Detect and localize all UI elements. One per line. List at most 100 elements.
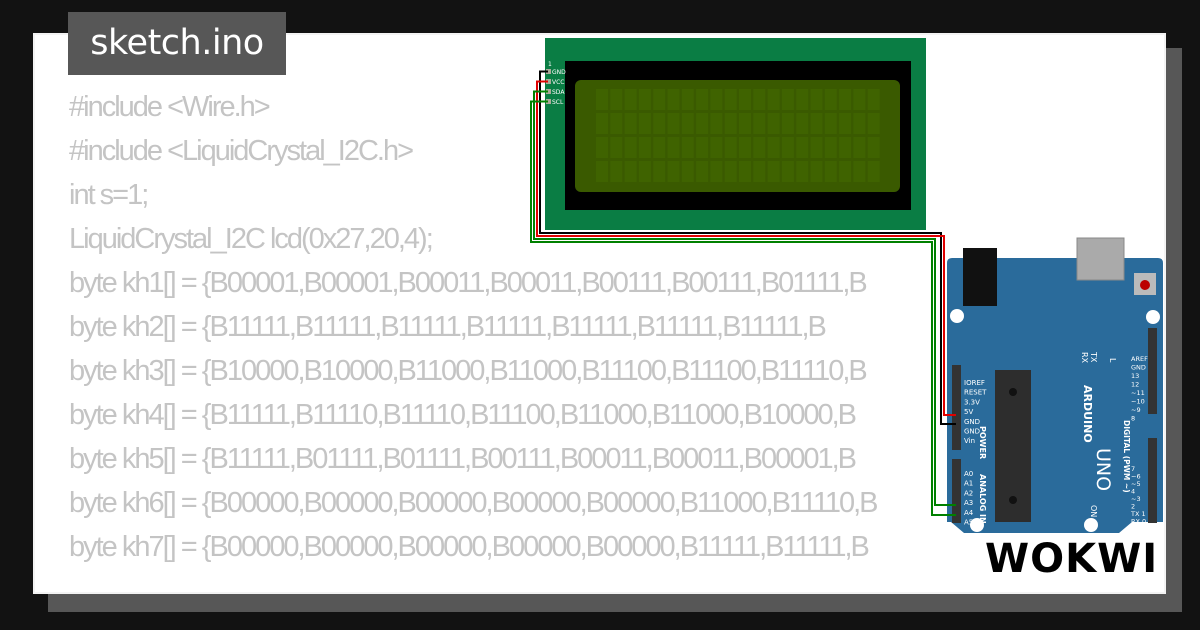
reset-button-red (1140, 280, 1150, 290)
lcd-cell (681, 137, 694, 158)
lcd-pin-label: SCL (552, 99, 564, 106)
led-label-l: L (1108, 358, 1117, 363)
lcd-cell (681, 113, 694, 134)
lcd-cell (867, 161, 880, 182)
lcd-screen (575, 80, 900, 192)
lcd-cell (724, 137, 737, 158)
lcd-cell (767, 161, 780, 182)
digital-pin-label: ~9 (1131, 406, 1141, 414)
lcd-cell (653, 113, 666, 134)
digital-pin-label: ~6 (1131, 473, 1141, 481)
lcd-cell (610, 137, 623, 158)
lcd-cell (767, 113, 780, 134)
lcd-cell (596, 137, 608, 158)
digital-pin-label: RX 0 (1131, 518, 1146, 526)
lcd-cell (638, 161, 651, 182)
power-label: POWER (978, 426, 987, 459)
lcd-pin[interactable] (546, 99, 551, 104)
lcd-cell (638, 89, 651, 110)
usb-port (1076, 237, 1125, 281)
wires (530, 70, 956, 516)
lcd-cell (681, 89, 694, 110)
lcd-pin[interactable] (546, 89, 551, 94)
mount-hole (950, 309, 964, 323)
lcd-cell (796, 89, 809, 110)
analog-pin-label: A4 (964, 509, 974, 517)
analog-pin-label: A5 (964, 519, 973, 527)
code-line: #include <Wire.h> (69, 91, 271, 123)
lcd-cell (653, 161, 666, 182)
digital-pin-label: ~10 (1131, 398, 1145, 406)
lcd-cell (824, 137, 837, 158)
lcd-cell (853, 137, 866, 158)
lcd-cell (867, 113, 880, 134)
lcd-cell (810, 137, 823, 158)
lcd-pin-label: VCC (552, 79, 564, 86)
lcd-cell (638, 113, 651, 134)
code-line: byte kh4[] = {B11111,B11110,B11110,B1110… (69, 399, 857, 431)
lcd-cell (596, 113, 608, 134)
digital-header-right (1148, 438, 1157, 523)
power-pin-label: 3.3V (964, 398, 980, 406)
arduino-uno[interactable]: ARDUINO UNO DIGITAL (PWM ~) POWER ANALOG… (947, 237, 1163, 533)
atmega-chip (995, 370, 1031, 522)
lcd-cell (839, 137, 852, 158)
mount-hole (1146, 310, 1160, 324)
power-pin-label: GND (964, 418, 980, 426)
lcd-cell (653, 89, 666, 110)
wokwi-logo: WOKWI (985, 536, 1159, 582)
lcd-cell (767, 137, 780, 158)
file-tab[interactable]: sketch.ino (68, 12, 286, 75)
lcd-cell (753, 161, 766, 182)
power-header (952, 365, 961, 450)
lcd-cell (624, 161, 637, 182)
code-line: byte kh6[] = {B00000,B00000,B00000,B0000… (69, 487, 879, 519)
lcd-cell (824, 89, 837, 110)
lcd-cell (667, 113, 680, 134)
lcd-cell (839, 89, 852, 110)
analog-pin-label: A2 (964, 489, 973, 497)
lcd-pin[interactable] (546, 79, 551, 84)
lcd-cell (781, 161, 794, 182)
lcd-cell (853, 113, 866, 134)
lcd-cell (739, 161, 751, 182)
lcd-pin-label: SDA (552, 89, 565, 96)
lcd-cell (853, 161, 866, 182)
lcd-pin-label: GND (552, 69, 566, 76)
analog-pin-label: A0 (964, 470, 973, 478)
power-pin-label: RESET (964, 389, 987, 397)
lcd-cell (624, 137, 637, 158)
led-label-on: ON (1089, 505, 1098, 517)
lcd-cell (724, 89, 737, 110)
code-line: byte kh7[] = {B00000,B00000,B00000,B0000… (69, 531, 870, 563)
power-pin-label: 5V (964, 408, 973, 416)
lcd-cell (710, 137, 723, 158)
lcd-cells (596, 89, 880, 182)
arduino-model: UNO (1092, 448, 1114, 491)
lcd-cell (696, 113, 709, 134)
analog-pin-label: A3 (964, 499, 973, 507)
lcd-cell (796, 113, 809, 134)
lcd-cell (667, 137, 680, 158)
code-line: byte kh5[] = {B11111,B01111,B01111,B0011… (69, 443, 857, 475)
lcd-cell (596, 161, 608, 182)
lcd-cell (710, 89, 723, 110)
power-jack (963, 248, 997, 306)
lcd-cell (624, 113, 637, 134)
lcd-cell (810, 89, 823, 110)
code-line: #include <LiquidCrystal_I2C.h> (69, 135, 414, 167)
power-pin-label: GND (964, 428, 980, 436)
lcd-pin[interactable] (546, 69, 551, 74)
analog-pin-label: A1 (964, 480, 973, 488)
lcd-cell (753, 89, 766, 110)
analog-label: ANALOG IN (978, 474, 987, 524)
digital-pin-label: ~3 (1131, 495, 1141, 503)
led-label-rx: RX (1080, 352, 1089, 364)
lcd-cell (796, 161, 809, 182)
lcd-cell (739, 137, 751, 158)
lcd-cell (724, 113, 737, 134)
lcd-cell (839, 161, 852, 182)
digital-pin-label: 12 (1131, 381, 1139, 389)
lcd-cell (724, 161, 737, 182)
